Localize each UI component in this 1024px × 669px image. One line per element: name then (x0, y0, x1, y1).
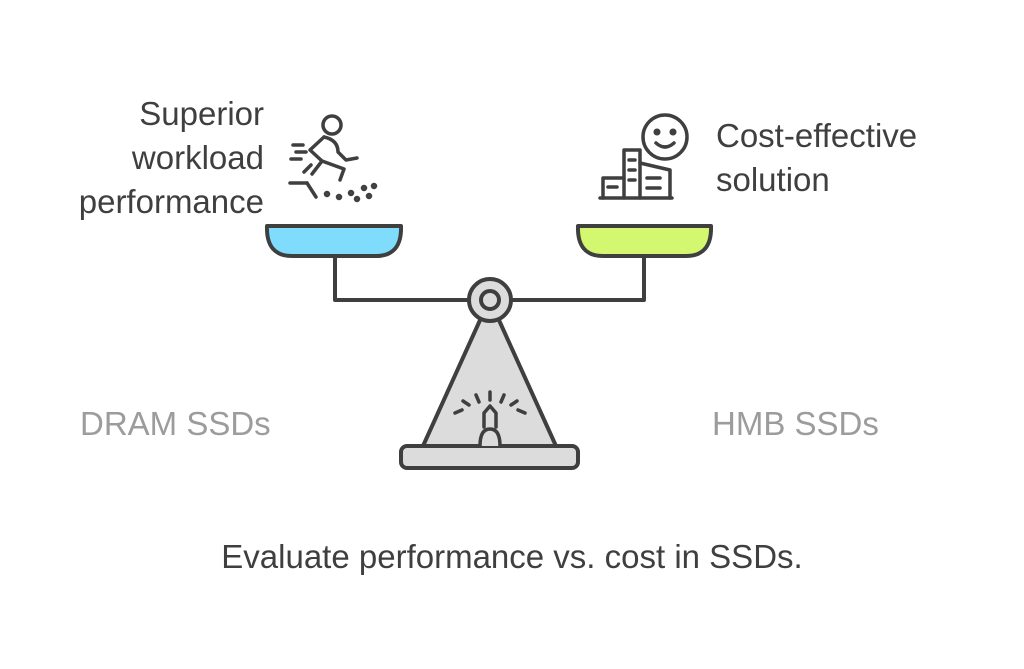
left-arm (333, 258, 470, 302)
left-benefit-text: Superior workload performance (4, 92, 264, 224)
left-benefit-line: Superior (139, 95, 264, 132)
gauge-icon (453, 390, 527, 448)
diagram-caption: Evaluate performance vs. cost in SSDs. (221, 538, 803, 575)
scale-pivot-inner (479, 289, 501, 311)
left-benefit-line: performance (78, 183, 264, 220)
right-benefit-line: solution (716, 161, 830, 198)
running-person-icon (288, 114, 378, 203)
left-benefit-line: workload (131, 139, 264, 176)
right-benefit-text: Cost-effective solution (716, 114, 996, 202)
scale-stand (421, 316, 558, 448)
right-benefit-line: Cost-effective (716, 117, 918, 154)
scale-base (399, 444, 580, 470)
hmb-ssds-label: HMB SSDs (712, 405, 879, 442)
dram-ssds-label: DRAM SSDs (80, 405, 271, 442)
right-arm (509, 258, 646, 302)
smiley-buildings-icon (598, 113, 689, 200)
right-pan (575, 224, 714, 258)
left-pan (264, 224, 404, 258)
